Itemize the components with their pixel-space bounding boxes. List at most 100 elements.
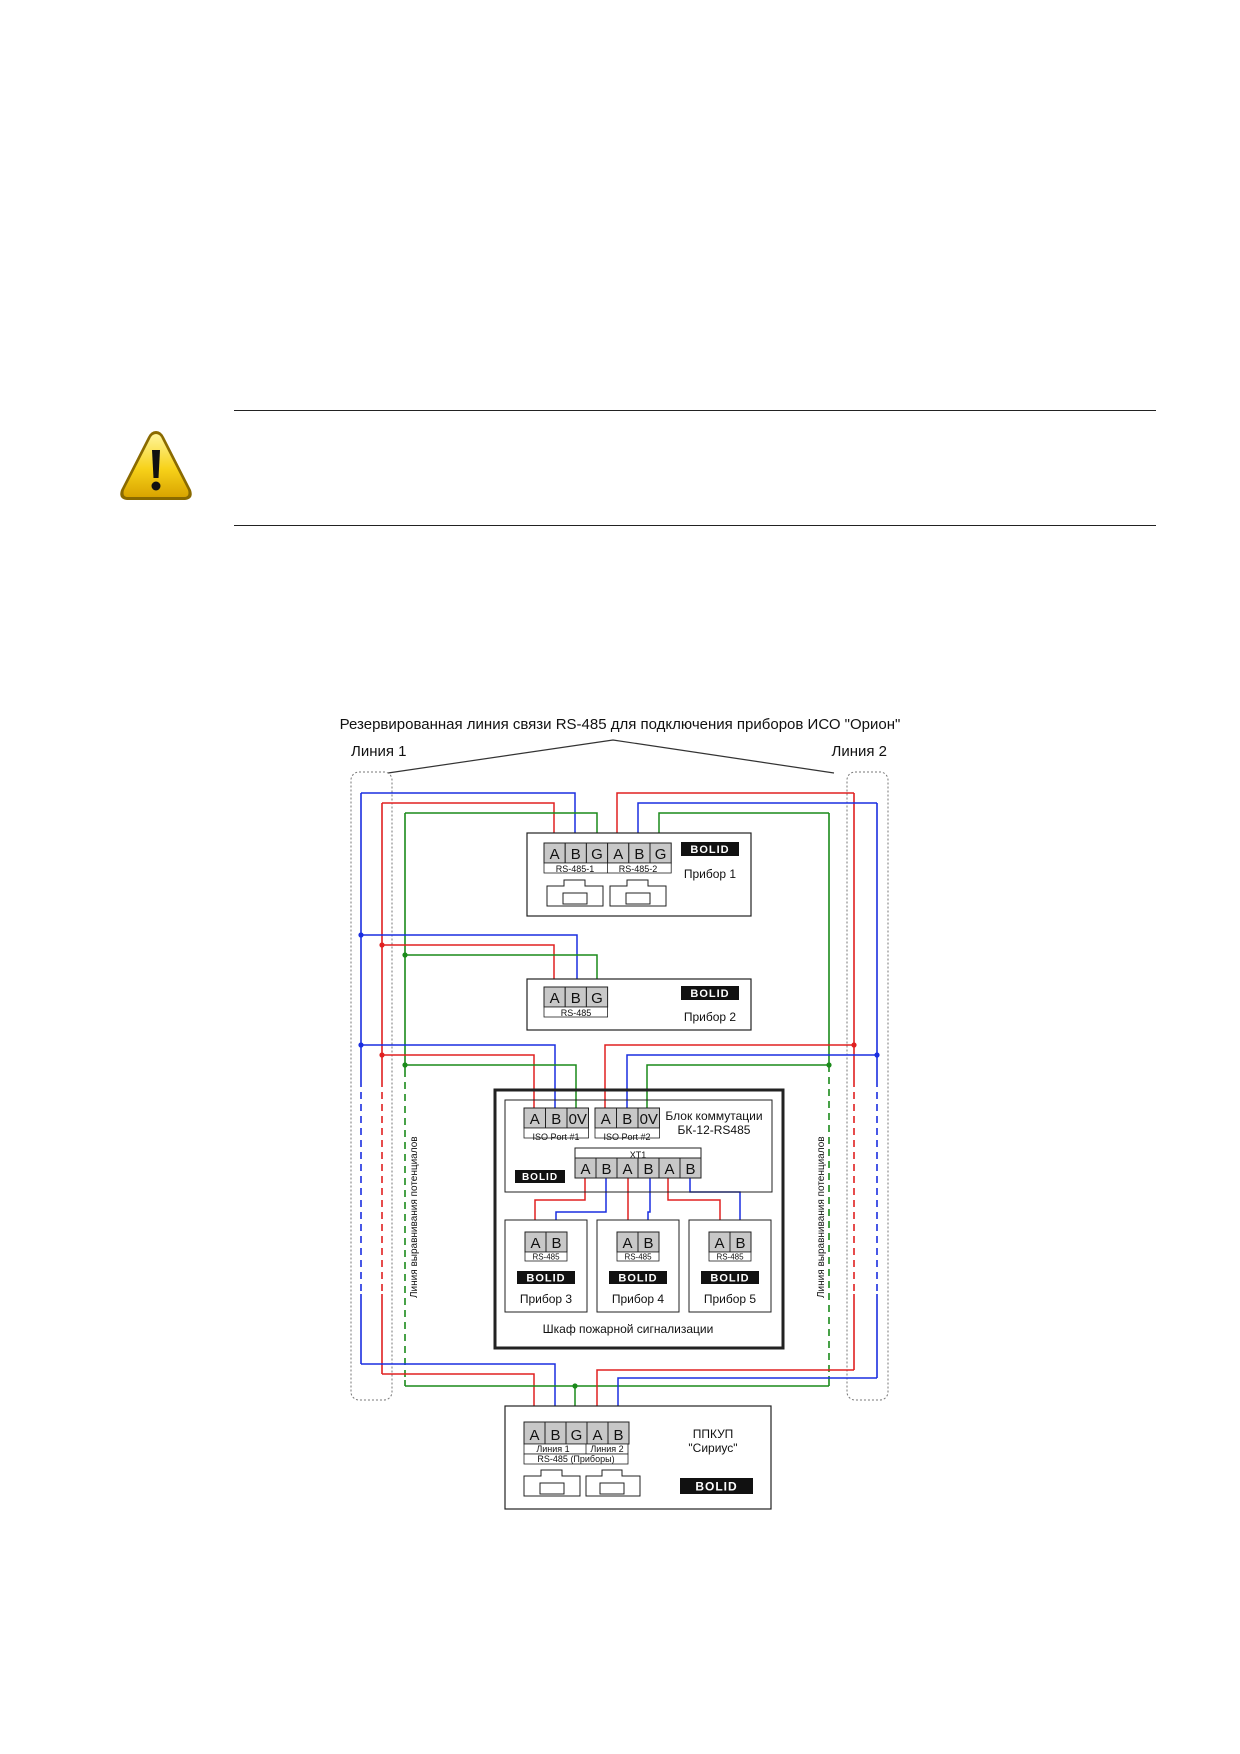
svg-text:BOLID: BOLID <box>526 1273 565 1285</box>
device1-port2-label: RS-485-2 <box>619 864 658 874</box>
top-rule <box>234 410 1156 411</box>
terminal-label: A <box>530 1111 540 1128</box>
terminal-label: B <box>643 1235 653 1252</box>
svg-text:BOLID: BOLID <box>690 844 729 856</box>
wire-xt1-a-dev5 <box>667 1177 721 1232</box>
sub-device-brand-logo: BOLID <box>701 1271 759 1285</box>
controller-line2-label: Линия 2 <box>590 1444 623 1454</box>
wire-line2-b-dev1 <box>637 802 877 843</box>
terminal-label: A <box>622 1235 632 1252</box>
sub-device-port-label: RS-485 <box>532 1253 560 1262</box>
sub-device-brand-logo: BOLID <box>517 1271 575 1285</box>
bottom-rule <box>234 525 1156 526</box>
wire-line1-g-iso1 <box>405 1064 577 1108</box>
svg-text:BOLID: BOLID <box>710 1273 749 1285</box>
title-bracket <box>387 739 835 774</box>
terminal-label: B <box>550 1427 560 1444</box>
terminal-label: B <box>685 1161 695 1178</box>
terminal-label: B <box>735 1235 745 1252</box>
line1-enclosure <box>350 771 393 1401</box>
device1-port1-label: RS-485-1 <box>556 864 595 874</box>
device2-port-label: RS-485 <box>561 1008 592 1018</box>
terminal-label: B <box>622 1111 632 1128</box>
wire-line1-a-dev2 <box>382 944 555 987</box>
wire-line2-g-iso2 <box>646 1064 829 1108</box>
terminal-label: A <box>550 990 560 1007</box>
controller-name-line1: ППКУП <box>693 1427 734 1441</box>
sub-device-port-label: RS-485 <box>624 1253 652 1262</box>
terminal-label: B <box>601 1161 611 1178</box>
wire-line1-b-iso1 <box>361 1044 556 1108</box>
iso1-terms-label-box <box>523 1127 589 1139</box>
controller-brand-logo: BOLID <box>680 1478 753 1494</box>
controller-line1-label: Линия 1 <box>536 1444 569 1454</box>
terminal-label: A <box>530 1235 540 1252</box>
terminal-label: B <box>643 1161 653 1178</box>
terminal-label: B <box>613 1427 623 1444</box>
terminal-label: A <box>613 846 623 863</box>
svg-text:BOLID: BOLID <box>618 1273 657 1285</box>
terminal-label: B <box>551 1235 561 1252</box>
warning-icon <box>120 431 192 500</box>
sub-device-name: Прибор 4 <box>612 1292 665 1306</box>
terminal-label: B <box>634 846 644 863</box>
terminal-label: A <box>601 1111 611 1128</box>
equalization-label-left: Линия выравнивания потенциалов <box>409 1136 420 1298</box>
equalization-label-right: Линия выравнивания потенциалов <box>816 1136 827 1298</box>
sub-device-name: Прибор 5 <box>704 1292 757 1306</box>
xt1-terms-cell <box>679 1157 702 1179</box>
svg-text:BOLID: BOLID <box>690 988 729 1000</box>
device2-name: Прибор 2 <box>684 1010 737 1024</box>
wire-line1-b-ppkup <box>361 1363 556 1420</box>
block-name-line2: БК-12-RS485 <box>678 1123 751 1137</box>
line2-enclosure <box>846 771 889 1401</box>
wire-line2-a-iso2 <box>604 1044 854 1108</box>
terminal-label: A <box>664 1161 674 1178</box>
iso2-label: ISO Port #2 <box>603 1132 650 1142</box>
terminal-label: 0V <box>640 1111 658 1128</box>
terminal-label: G <box>571 1427 583 1444</box>
iso1-label: ISO Port #1 <box>532 1132 579 1142</box>
terminal-label: A <box>592 1427 602 1444</box>
controller-name-line2: "Сириус" <box>688 1441 737 1455</box>
iso2-terms-label-box <box>594 1127 660 1139</box>
device1-name: Прибор 1 <box>684 867 737 881</box>
sub-device-brand-logo: BOLID <box>609 1271 667 1285</box>
wire-line2-a-ppkup <box>596 1369 854 1420</box>
trunks <box>360 793 878 1386</box>
terminal-label: 0V <box>569 1111 587 1128</box>
diagram-title: Резервированная линия связи RS-485 для п… <box>340 716 901 733</box>
line2-label: Линия 2 <box>831 743 887 760</box>
terminal-label: B <box>571 990 581 1007</box>
wire-line1-a-ppkup <box>382 1373 535 1420</box>
svg-text:BOLID: BOLID <box>522 1172 558 1183</box>
terminal-label: G <box>591 846 603 863</box>
terminal-label: A <box>550 846 560 863</box>
wire-line1-b-dev2 <box>361 934 578 987</box>
block-brand-logo: BOLID <box>515 1170 565 1183</box>
wire-line1-g-dev2 <box>405 954 598 987</box>
terminal-label: A <box>622 1161 632 1178</box>
dev2-terms-label-box <box>543 1006 608 1018</box>
device2-brand-logo: BOLID <box>681 986 739 1000</box>
line1-label: Линия 1 <box>351 743 407 760</box>
terminal-label: G <box>591 990 603 1007</box>
block-name-line1: Блок коммутации <box>665 1109 762 1123</box>
terminal-label: B <box>551 1111 561 1128</box>
device1-brand-logo: BOLID <box>681 842 739 856</box>
terminal-label: B <box>571 846 581 863</box>
wire-line1-b-dev1 <box>361 792 576 843</box>
terminal-label: A <box>580 1161 590 1178</box>
